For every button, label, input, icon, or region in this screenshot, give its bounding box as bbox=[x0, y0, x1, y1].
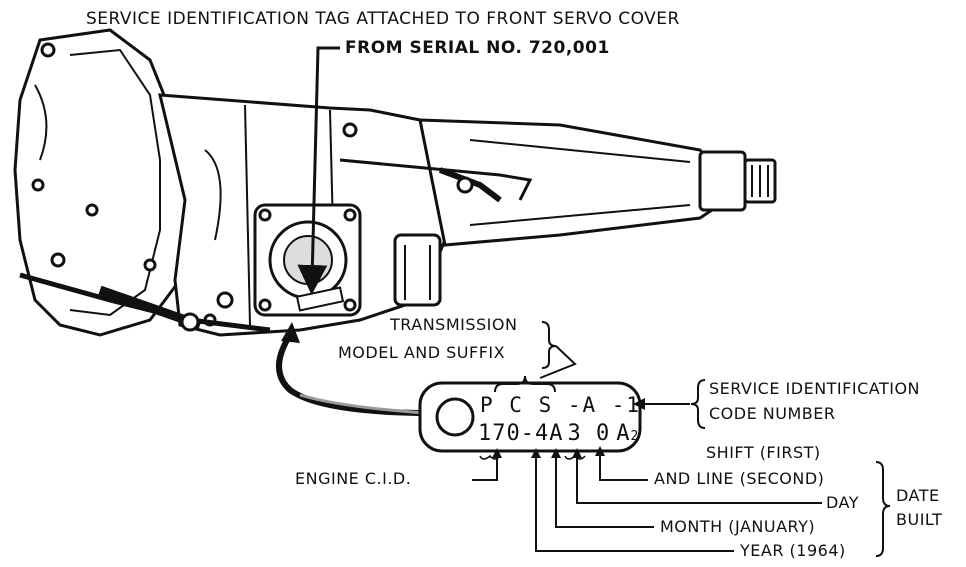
shift-label-line-1: SHIFT (FIRST) bbox=[706, 443, 821, 462]
date-arrowheads bbox=[492, 398, 645, 458]
header-title: SERVICE IDENTIFICATION TAG ATTACHED TO F… bbox=[86, 9, 680, 29]
model-label-line-1: TRANSMISSION bbox=[390, 315, 518, 334]
identification-tag bbox=[418, 381, 642, 453]
shift-linkage bbox=[19, 158, 533, 333]
tag-month: A bbox=[549, 421, 564, 446]
date-leaders bbox=[472, 454, 891, 557]
day-label: DAY bbox=[826, 493, 860, 512]
model-label-line-2: MODEL AND SUFFIX bbox=[338, 343, 506, 362]
bell-housing bbox=[13, 28, 192, 337]
service-code-label-line-1: SERVICE IDENTIFICATION bbox=[709, 379, 920, 398]
service-code-label-line-2: CODE NUMBER bbox=[709, 404, 836, 423]
service-brace bbox=[645, 379, 706, 429]
tag-day: 3 0 bbox=[567, 421, 611, 446]
model-brace bbox=[494, 321, 577, 393]
tag-shift: A bbox=[616, 421, 631, 446]
date-built-line-2: BUILT bbox=[896, 510, 943, 529]
serial-arrow bbox=[297, 46, 340, 295]
month-label: MONTH (JANUARY) bbox=[660, 517, 816, 536]
tag-line: 2 bbox=[630, 429, 639, 444]
extension-housing bbox=[418, 118, 777, 247]
shift-label-line-2: AND LINE (SECOND) bbox=[654, 469, 825, 488]
front-servo-cover bbox=[253, 203, 362, 317]
tag-line-1: P C S -A -1 bbox=[480, 393, 642, 417]
engine-cid-label: ENGINE C.I.D. bbox=[295, 469, 412, 488]
tag-link-arrow bbox=[276, 322, 426, 416]
date-built-line-1: DATE bbox=[896, 486, 940, 505]
tag-cid: 170-4 bbox=[478, 421, 550, 446]
serial-label: FROM SERIAL NO. 720,001 bbox=[345, 38, 610, 58]
year-label: YEAR (1964) bbox=[740, 541, 846, 560]
